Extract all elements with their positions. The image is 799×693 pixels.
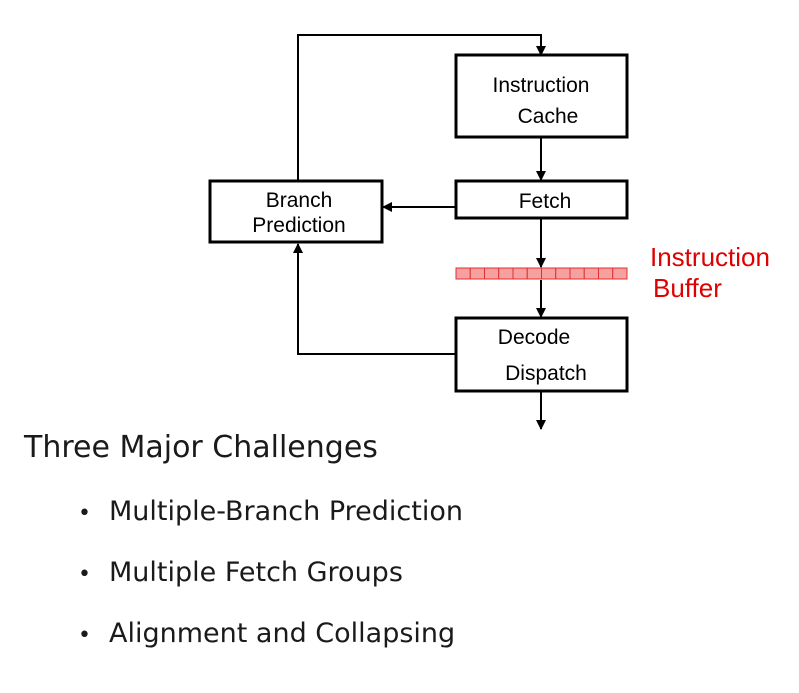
- instruction-buffer-slot: [484, 267, 500, 280]
- instruction-buffer-label-line2: Buffer: [653, 273, 722, 303]
- instruction-buffer-strip: [455, 267, 628, 280]
- list-item: • Multiple Fetch Groups: [78, 553, 463, 614]
- instruction-buffer-slot: [569, 267, 585, 280]
- bullet-marker: •: [78, 623, 91, 648]
- instruction-buffer-slot: [469, 267, 485, 280]
- instruction-buffer-slot: [498, 267, 514, 280]
- fetch-label: Fetch: [519, 190, 572, 213]
- fetch-pipeline-diagram: Instruction Cache Fetch Branch Predictio…: [208, 34, 770, 430]
- instruction-buffer-slot: [541, 267, 557, 280]
- instruction-buffer-slot: [598, 267, 614, 280]
- branch-prediction-label-line2: Prediction: [252, 214, 345, 237]
- instruction-cache-box: Instruction Cache: [454, 53, 629, 139]
- instruction-buffer-slot: [526, 267, 542, 280]
- decode-dispatch-box: Decode Dispatch: [454, 316, 629, 393]
- branch-prediction-label-line1: Branch: [266, 189, 333, 212]
- decode-label: Decode: [498, 326, 570, 349]
- branch-prediction-box: Branch Prediction: [208, 179, 384, 244]
- list-item-text: Alignment and Collapsing: [109, 618, 456, 649]
- list-item: • Alignment and Collapsing: [78, 614, 463, 675]
- bullet-marker: •: [78, 562, 91, 587]
- fetch-box: Fetch: [454, 179, 629, 220]
- instruction-buffer-slot: [555, 267, 571, 280]
- dispatch-label: Dispatch: [505, 362, 587, 385]
- instruction-buffer-label-line1: Instruction: [650, 242, 770, 272]
- challenges-list: • Multiple-Branch Prediction • Multiple Fe…: [78, 492, 463, 675]
- section-heading: Three Major Challenges: [24, 430, 378, 465]
- instruction-buffer-slot: [612, 267, 628, 280]
- branch-to-cache-arrow: [297, 34, 546, 181]
- instruction-cache-label-line2: Cache: [518, 105, 579, 128]
- instruction-cache-label-line1: Instruction: [493, 74, 590, 97]
- instruction-buffer-slot: [455, 267, 471, 280]
- instruction-buffer-slot: [583, 267, 599, 280]
- decode-to-branch-arrow: [293, 243, 456, 355]
- instruction-buffer-slot: [512, 267, 528, 280]
- bullet-marker: •: [78, 501, 91, 526]
- list-item-text: Multiple-Branch Prediction: [109, 496, 463, 527]
- list-item-text: Multiple Fetch Groups: [109, 557, 403, 588]
- list-item: • Multiple-Branch Prediction: [78, 492, 463, 553]
